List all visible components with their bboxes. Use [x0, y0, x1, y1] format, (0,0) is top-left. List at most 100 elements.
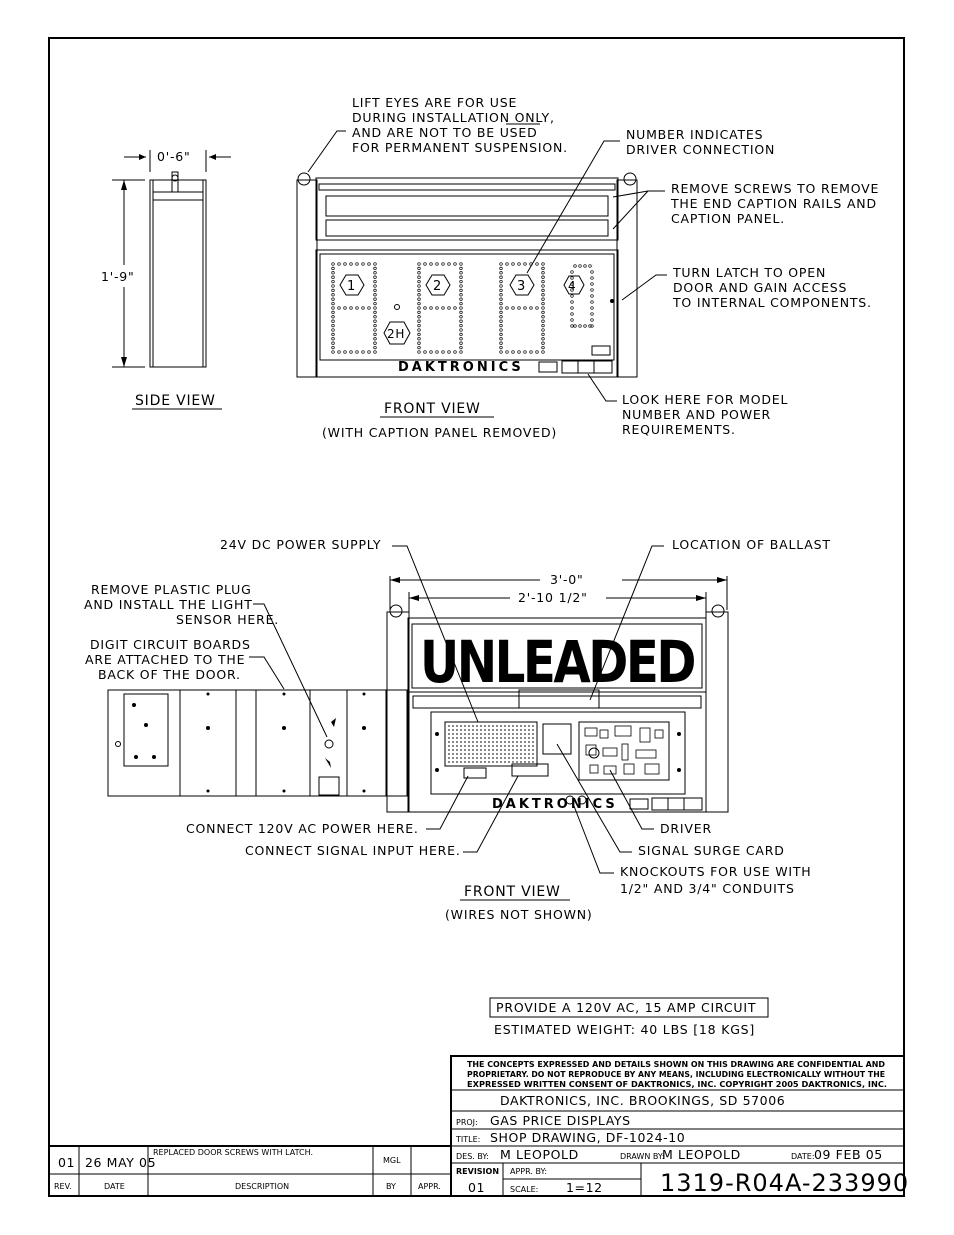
lift-eye-right-icon [623, 172, 637, 186]
des-label: DES. BY: [456, 1152, 489, 1161]
digit-number-4: 4 [568, 279, 576, 293]
svg-text:FOR PERMANENT SUSPENSION.: FOR PERMANENT SUSPENSION. [352, 140, 568, 155]
note-knockouts: KNOCKOUTS FOR USE WITH 1/2" AND 3/4" CON… [573, 805, 811, 896]
svg-text:KNOCKOUTS FOR USE WITH: KNOCKOUTS FOR USE WITH [620, 864, 811, 879]
caption-unleaded: UNLEADED [420, 628, 695, 696]
svg-text:1/2" AND 3/4" CONDUITS: 1/2" AND 3/4" CONDUITS [620, 881, 795, 896]
drawing-number: 1319-R04A-233990 [660, 1169, 909, 1197]
svg-text:THE END CAPTION RAILS AND: THE END CAPTION RAILS AND [670, 196, 877, 211]
side-height-dim: 1'-9" [101, 269, 135, 284]
rev-header-rev: REV. [54, 1182, 72, 1191]
led-digits [331, 262, 594, 354]
lift-eye-left-icon [297, 172, 311, 186]
rev-number: 01 [58, 1155, 75, 1170]
svg-text:SENSOR HERE.: SENSOR HERE. [176, 612, 279, 627]
drawing-date: 09 FEB 05 [814, 1147, 883, 1162]
confidential-line-2: PROPRIETARY. DO NOT REPRODUCE BY ANY MEA… [467, 1070, 885, 1079]
svg-text:TO INTERNAL COMPONENTS.: TO INTERNAL COMPONENTS. [672, 295, 872, 310]
note-look-here: LOOK HERE FOR MODEL NUMBER AND POWER REQ… [587, 373, 788, 437]
side-view-title: SIDE VIEW [135, 393, 216, 409]
rev-by: MGL [383, 1156, 401, 1165]
note-surge: SIGNAL SURGE CARD [556, 743, 785, 858]
proj-label: PROJ: [456, 1118, 478, 1127]
designed-by: M LEOPOLD [500, 1147, 579, 1162]
power-circuit: PROVIDE A 120V AC, 15 AMP CIRCUIT [496, 1000, 756, 1015]
door-panel [107, 689, 408, 797]
svg-text:NUMBER AND POWER: NUMBER AND POWER [622, 407, 771, 422]
digit-number-2h: 2H [387, 327, 405, 341]
svg-text:SIGNAL SURGE CARD: SIGNAL SURGE CARD [638, 843, 785, 858]
side-width-dim: 0'-6" [157, 149, 191, 164]
rev-description: REPLACED DOOR SCREWS WITH LATCH. [153, 1148, 313, 1157]
note-plastic-plug: REMOVE PLASTIC PLUG AND INSTALL THE LIGH… [84, 582, 328, 738]
note-remove-screws: REMOVE SCREWS TO REMOVE THE END CAPTION … [612, 181, 879, 230]
rev-date: 26 MAY 05 [85, 1155, 156, 1170]
overall-width-dim: 3'-0" [550, 572, 584, 587]
svg-text:CAPTION PANEL.: CAPTION PANEL. [671, 211, 785, 226]
power-supply [444, 721, 538, 767]
svg-text:DRIVER CONNECTION: DRIVER CONNECTION [626, 142, 775, 157]
front-view-1-subtitle: (WITH CAPTION PANEL REMOVED) [322, 425, 557, 440]
title-block: THE CONCEPTS EXPRESSED AND DETAILS SHOWN… [450, 1055, 909, 1197]
svg-text:AND INSTALL THE LIGHT: AND INSTALL THE LIGHT [84, 597, 253, 612]
rev-header-description: DESCRIPTION [235, 1182, 289, 1191]
front-view-top: 1 2 3 4 2H DAKTRONICS FRONT VIEW (WITH C… [296, 95, 879, 440]
note-connect-signal: CONNECT SIGNAL INPUT HERE. [245, 775, 519, 858]
digit-number-1: 1 [347, 279, 356, 294]
signal-surge-card [542, 723, 572, 755]
svg-text:AND ARE NOT TO BE USED: AND ARE NOT TO BE USED [352, 125, 538, 140]
revision-block: 01 26 MAY 05 REPLACED DOOR SCREWS WITH L… [48, 1145, 452, 1197]
svg-text:DIGIT CIRCUIT BOARDS: DIGIT CIRCUIT BOARDS [90, 637, 251, 652]
date-label: DATE: [791, 1152, 815, 1161]
note-ballast: LOCATION OF BALLAST [589, 537, 831, 701]
scale-value: 1=12 [566, 1180, 603, 1195]
svg-text:LIFT EYES ARE FOR USE: LIFT EYES ARE FOR USE [352, 95, 517, 110]
note-number-indicates: NUMBER INDICATES DRIVER CONNECTION [526, 127, 775, 274]
revision-label: REVISION [456, 1167, 499, 1176]
svg-text:REMOVE SCREWS TO REMOVE: REMOVE SCREWS TO REMOVE [671, 181, 879, 196]
drawing-title: SHOP DRAWING, DF-1024-10 [490, 1130, 685, 1145]
note-power-supply: 24V DC POWER SUPPLY [220, 537, 479, 723]
rev-header-by: BY [386, 1182, 396, 1191]
svg-text:REMOVE PLASTIC PLUG: REMOVE PLASTIC PLUG [91, 582, 252, 597]
svg-text:BACK OF THE DOOR.: BACK OF THE DOOR. [98, 667, 241, 682]
svg-text:24V DC POWER SUPPLY: 24V DC POWER SUPPLY [220, 537, 381, 552]
svg-text:REQUIREMENTS.: REQUIREMENTS. [622, 422, 736, 437]
front-view-bottom: 3'-0" 2'-10 1/2" UNLEADED DAKT [84, 537, 831, 922]
svg-text:TURN LATCH TO OPEN: TURN LATCH TO OPEN [672, 265, 826, 280]
brand-bottom: DAKTRONICS [492, 797, 618, 812]
svg-text:DURING INSTALLATION ONLY,: DURING INSTALLATION ONLY, [352, 110, 555, 125]
project-name: GAS PRICE DISPLAYS [490, 1113, 631, 1128]
front-view-2-title: FRONT VIEW [464, 884, 561, 900]
confidential-line-1: THE CONCEPTS EXPRESSED AND DETAILS SHOWN… [467, 1060, 885, 1069]
title-label: TITLE: [455, 1135, 480, 1144]
note-connect-power: CONNECT 120V AC POWER HERE. [186, 775, 469, 836]
note-turn-latch: TURN LATCH TO OPEN DOOR AND GAIN ACCESS … [621, 265, 872, 310]
svg-text:CONNECT 120V AC POWER HERE.: CONNECT 120V AC POWER HERE. [186, 821, 419, 836]
svg-text:ARE ATTACHED TO THE: ARE ATTACHED TO THE [85, 652, 245, 667]
inner-width-dim: 2'-10 1/2" [518, 590, 588, 605]
revision-number: 01 [468, 1180, 485, 1195]
svg-text:LOOK HERE FOR MODEL: LOOK HERE FOR MODEL [622, 392, 788, 407]
company-name: DAKTRONICS, INC. BROOKINGS, SD 57006 [500, 1093, 785, 1108]
lift-eye-right2-icon [711, 604, 725, 618]
front-view-2-subtitle: (WIRES NOT SHOWN) [445, 907, 593, 922]
note-lift-eyes: LIFT EYES ARE FOR USE DURING INSTALLATIO… [307, 95, 568, 173]
scale-label: SCALE: [510, 1185, 538, 1194]
note-circuit-boards: DIGIT CIRCUIT BOARDS ARE ATTACHED TO THE… [85, 637, 285, 690]
estimated-weight: ESTIMATED WEIGHT: 40 LBS [18 KGS] [494, 1022, 755, 1037]
svg-text:NUMBER INDICATES: NUMBER INDICATES [626, 127, 763, 142]
svg-text:LOCATION OF BALLAST: LOCATION OF BALLAST [672, 537, 831, 552]
digit-number-3: 3 [517, 279, 526, 294]
rev-header-date: DATE [104, 1182, 125, 1191]
svg-text:DRIVER: DRIVER [660, 821, 712, 836]
digit-number-2: 2 [433, 279, 442, 294]
side-view: 0'-6" 1'-9" SIDE VIEW [101, 149, 231, 410]
drawn-label: DRAWN BY: [620, 1152, 664, 1161]
driver-board [578, 721, 670, 781]
brand-top: DAKTRONICS [398, 360, 524, 375]
confidential-line-3: EXPRESSED WRITTEN CONSENT OF DAKTRONICS,… [467, 1080, 887, 1089]
drawn-by: M LEOPOLD [662, 1147, 741, 1162]
appr-label: APPR. BY: [510, 1167, 547, 1176]
